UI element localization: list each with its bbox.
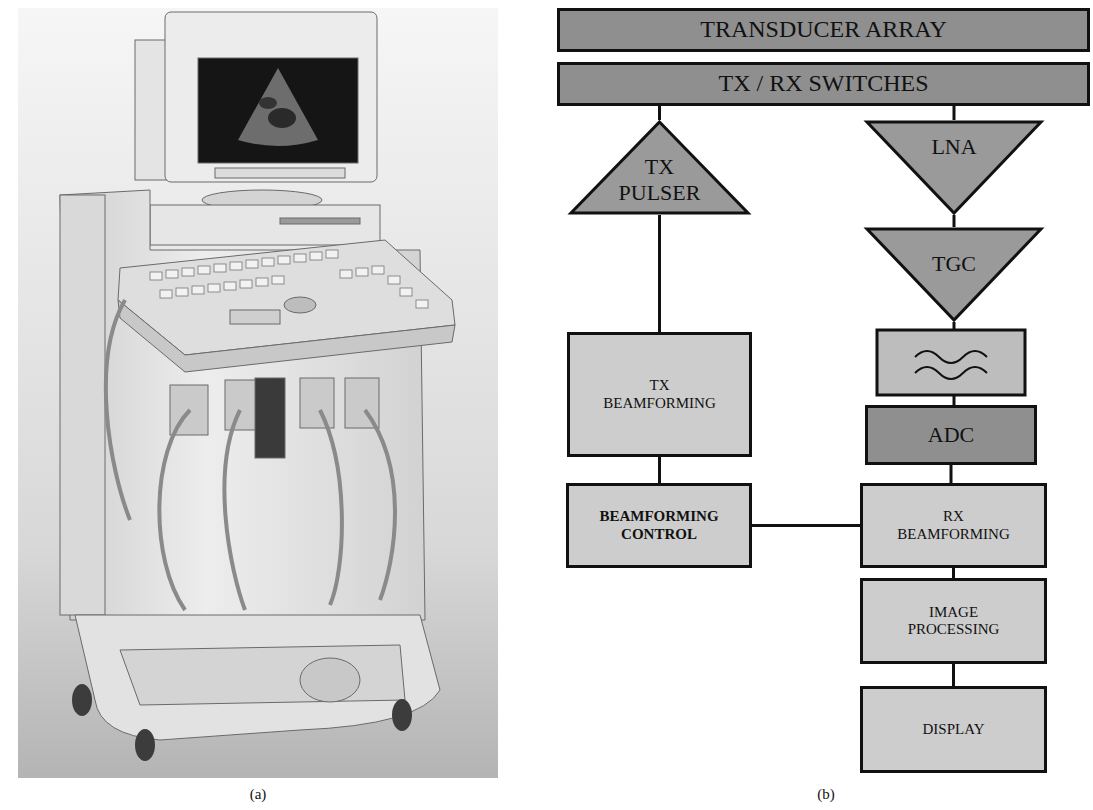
bus-bar: TX / RX SWITCHES — [557, 62, 1090, 106]
filter-block — [877, 322, 1025, 405]
block-label: TX BEAMFORMING — [603, 377, 716, 412]
amplifier-triangle: LNA — [865, 120, 1043, 215]
signal-line — [658, 215, 661, 332]
ultrasound-machine — [60, 12, 455, 761]
block-label: RX BEAMFORMING — [897, 508, 1010, 543]
signal-line — [952, 664, 955, 686]
amplifier-triangle: TX PULSER — [569, 120, 750, 215]
signal-line — [952, 568, 955, 578]
triangle-outline — [571, 122, 748, 213]
triangle-outline — [867, 122, 1041, 213]
signal-line — [752, 524, 860, 527]
process-box: IMAGE PROCESSING — [860, 578, 1047, 664]
block-label: TX PULSER — [619, 154, 701, 205]
signal-line — [950, 465, 953, 483]
block-label: DISPLAY — [923, 721, 985, 738]
block-label: TRANSDUCER ARRAY — [700, 16, 947, 44]
block-label: IMAGE PROCESSING — [908, 604, 1000, 639]
signal-line — [953, 106, 956, 120]
triangle-outline — [867, 229, 1041, 320]
block-label: TX / RX SWITCHES — [719, 70, 929, 98]
block-label: ADC — [928, 422, 974, 447]
block-label: BEAMFORMING CONTROL — [599, 508, 718, 543]
block-label: LNA — [931, 134, 976, 159]
signal-line — [658, 457, 661, 483]
signal-line — [658, 106, 661, 120]
process-box: RX BEAMFORMING — [860, 483, 1047, 568]
signal-line — [953, 215, 956, 227]
photo-ground — [18, 8, 498, 778]
panel-label: (a) — [250, 786, 267, 803]
block-label: TGC — [932, 251, 976, 276]
process-box: TX BEAMFORMING — [567, 332, 752, 457]
bus-bar: TRANSDUCER ARRAY — [557, 8, 1090, 52]
process-box: DISPLAY — [860, 686, 1047, 773]
panel-label: (b) — [817, 786, 835, 803]
converter-box: ADC — [865, 405, 1037, 465]
control-box: BEAMFORMING CONTROL — [566, 483, 752, 568]
amplifier-triangle: TGC — [865, 227, 1043, 322]
